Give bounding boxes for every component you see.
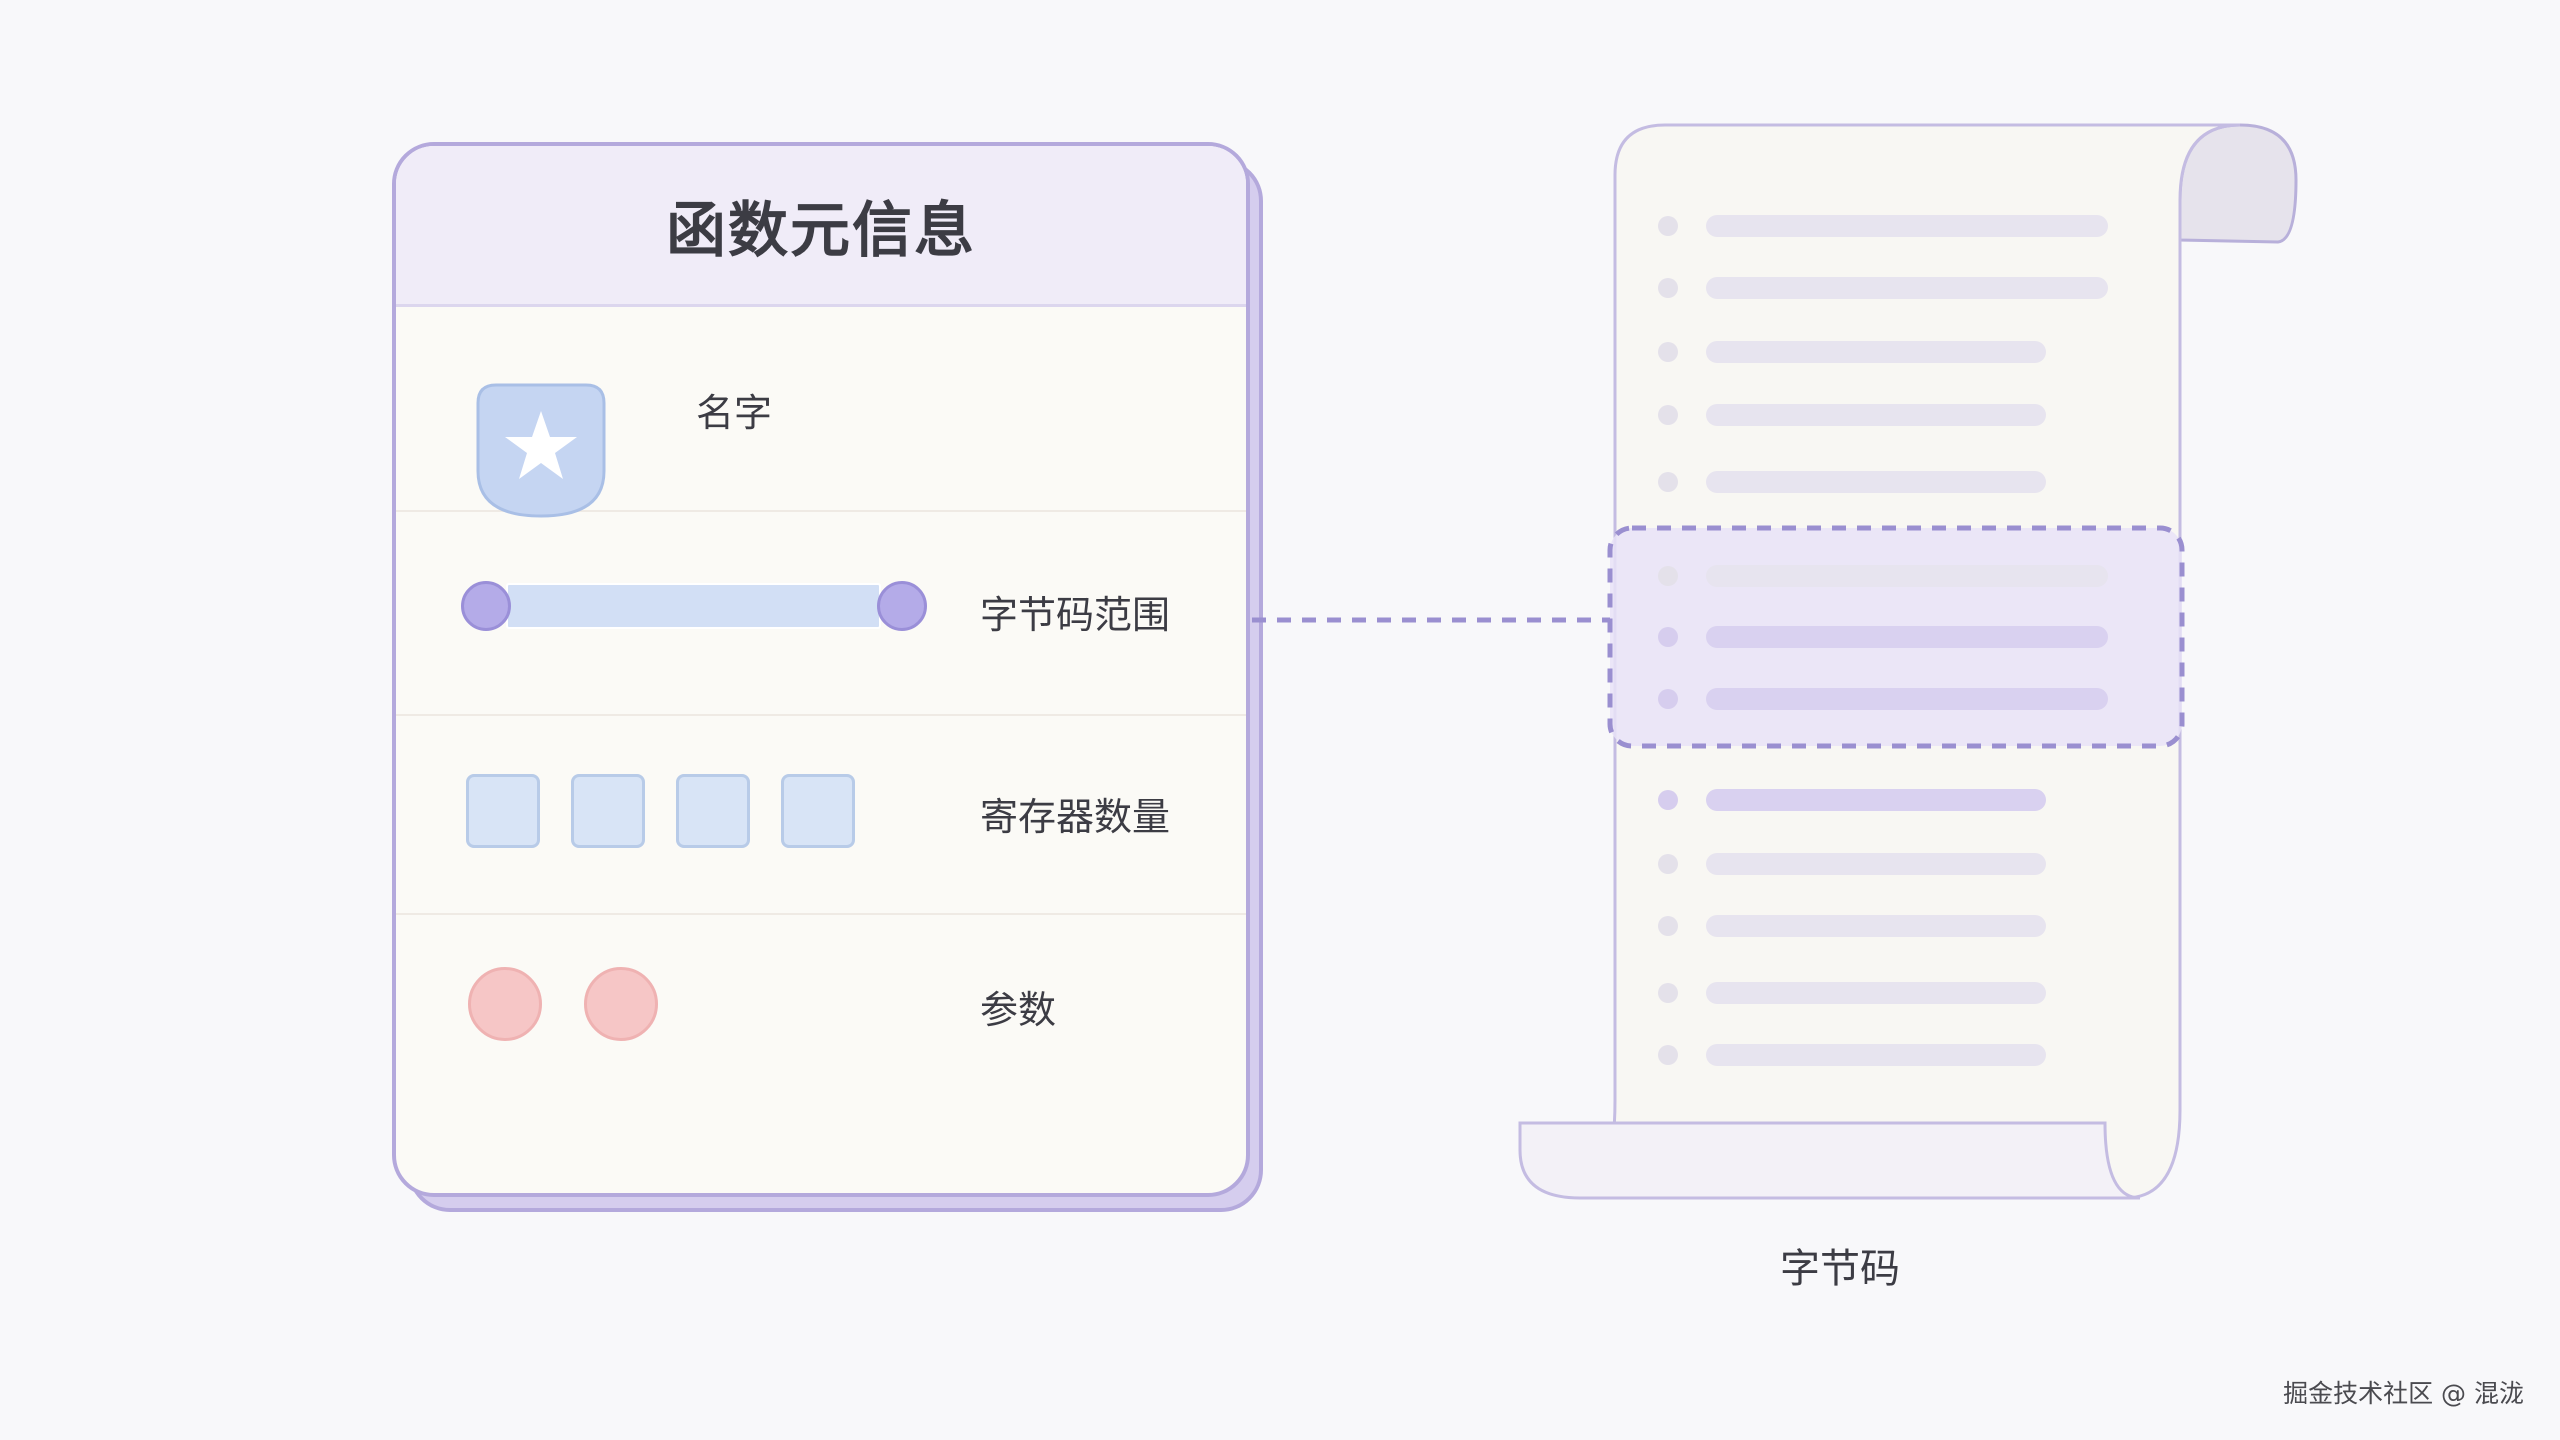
bytecode-range-label: 字节码范围 (980, 593, 1171, 637)
param-circle (584, 967, 658, 1041)
bytecode-line (1706, 215, 2108, 237)
params-label: 参数 (980, 988, 1057, 1032)
param-circle (468, 967, 542, 1041)
bytecode-line-dot (1658, 916, 1678, 936)
bytecode-line-dot (1658, 983, 1678, 1003)
bytecode-line-dot (1658, 689, 1678, 709)
function-metadata-card: 函数元信息 名字 字节码范围 寄存器数量 参数 (392, 142, 1250, 1197)
range-start-knob (461, 581, 511, 631)
bytecode-line-highlighted (1706, 688, 2108, 710)
range-end-knob (877, 581, 927, 631)
bytecode-line-dot (1658, 405, 1678, 425)
bytecode-line-dot (1658, 854, 1678, 874)
scroll-bottom-curl (1518, 1121, 2141, 1200)
bytecode-line-dot (1658, 278, 1678, 298)
bytecode-line-dot (1658, 790, 1678, 810)
bytecode-line (1706, 341, 2046, 363)
bytecode-line (1706, 404, 2046, 426)
bytecode-line (1706, 565, 2108, 587)
bytecode-line-dot (1658, 216, 1678, 236)
row-params: 参数 (396, 915, 1246, 1155)
bytecode-line (1706, 982, 2046, 1004)
register-box (676, 774, 750, 848)
name-label: 名字 (696, 391, 773, 435)
register-box (571, 774, 645, 848)
row-name: 名字 (396, 307, 1246, 518)
register-box (466, 774, 540, 848)
bytecode-lines (1658, 215, 2108, 1066)
card-header: 函数元信息 (396, 146, 1246, 307)
row-bytecode-range: 字节码范围 (396, 512, 1246, 716)
bytecode-line-dot (1658, 627, 1678, 647)
row-register-count: 寄存器数量 (396, 716, 1246, 915)
card-title: 函数元信息 (666, 195, 976, 266)
bytecode-line (1706, 853, 2046, 875)
bytecode-line (1706, 471, 2046, 493)
bytecode-line-highlighted (1706, 789, 2046, 811)
scroll-top-curl (2178, 123, 2298, 244)
bytecode-line-highlighted (1706, 626, 2108, 648)
watermark: 掘金技术社区 @ 混泷 (2283, 1379, 2524, 1408)
bytecode-line-dot (1658, 472, 1678, 492)
bytecode-line (1706, 915, 2046, 937)
star-shield-icon (476, 383, 606, 518)
bytecode-line-dot (1658, 566, 1678, 586)
bytecode-line (1706, 1044, 2046, 1066)
bytecode-line-dot (1658, 342, 1678, 362)
register-count-label: 寄存器数量 (980, 795, 1171, 839)
bytecode-line-dot (1658, 1045, 1678, 1065)
scroll-caption: 字节码 (1780, 1246, 1900, 1292)
bytecode-highlight-box (1607, 525, 2185, 749)
bytecode-line (1706, 277, 2108, 299)
scroll-paper (1592, 123, 2241, 1200)
range-slider-track (506, 583, 881, 629)
register-box (781, 774, 855, 848)
